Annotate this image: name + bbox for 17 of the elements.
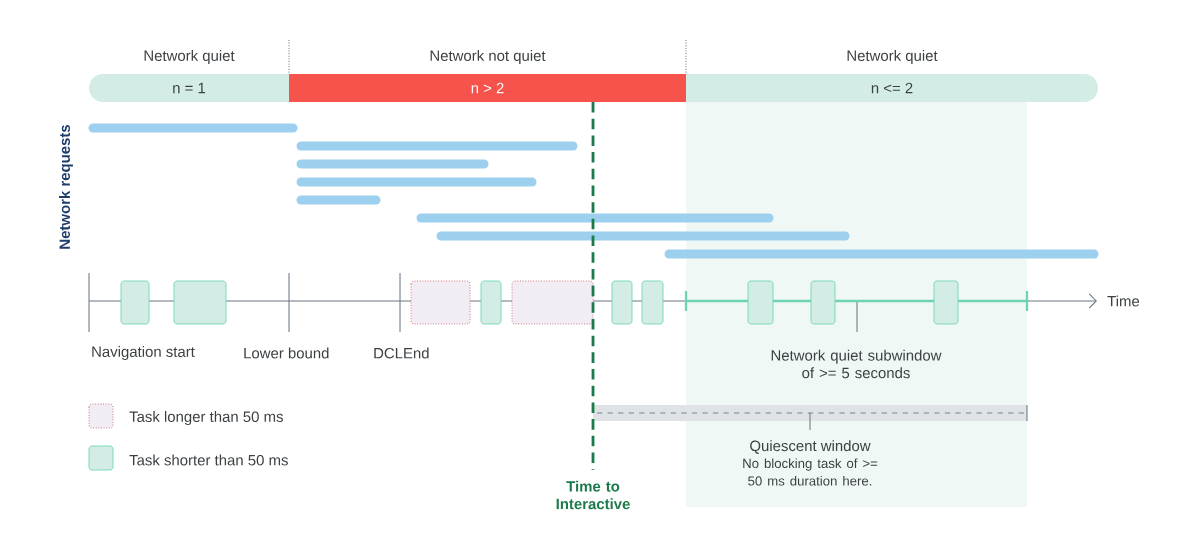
band-heading: Network quiet: [847, 50, 938, 64]
legend-text: Task shorter than 50 ms: [129, 454, 288, 466]
note-text: No blocking task of >= 50 ms duration here.: [743, 458, 878, 486]
window-label: Quiescent window: [750, 440, 871, 454]
marker-label: Navigation start: [92, 346, 195, 360]
axis-title: Network requests: [59, 125, 73, 249]
status-band: n = 1: [89, 74, 289, 102]
tti-label: Time to Interactive: [556, 480, 630, 510]
marker-label: Lower bound: [244, 347, 329, 359]
status-band: n > 2: [289, 74, 686, 102]
axis-label: Time: [1107, 295, 1140, 307]
window-label: Network quiet subwindow of >= 5 seconds: [771, 349, 942, 379]
band-heading: Network not quiet: [430, 50, 546, 64]
status-band: n <= 2: [686, 74, 1098, 102]
band-heading: Network quiet: [144, 50, 235, 64]
legend-text: Task longer than 50 ms: [129, 411, 283, 425]
marker-label: DCLEnd: [374, 347, 429, 359]
